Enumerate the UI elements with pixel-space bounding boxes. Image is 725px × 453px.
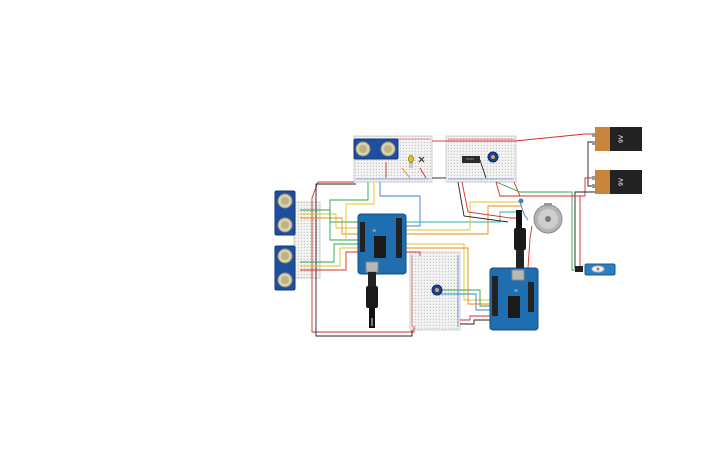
wire-battery-top-red <box>446 133 595 142</box>
svg-text:∞: ∞ <box>514 288 518 294</box>
wire-top-orange-internal <box>401 167 411 179</box>
ultrasonic-sensor-left-2[interactable] <box>274 245 296 291</box>
battery-bottom[interactable]: 9V <box>592 170 642 194</box>
wire-sensor-yellow-2 <box>300 247 358 267</box>
wire-top-sensor-green <box>329 182 369 241</box>
potentiometer-top[interactable] <box>487 151 499 163</box>
dc-motor[interactable] <box>533 203 563 234</box>
breadboard-bottom[interactable] <box>409 251 461 331</box>
wire-top-black-internal <box>479 159 487 179</box>
wire-run-green <box>495 181 580 271</box>
wire-sensor-red-2 <box>300 251 358 271</box>
led-yellow[interactable] <box>408 155 414 169</box>
wire-battery-bottom-black <box>574 191 595 269</box>
usb-plug-left[interactable] <box>366 272 378 328</box>
ic-chip[interactable] <box>462 156 480 163</box>
arduino-board-left[interactable]: ∞ <box>357 213 407 275</box>
wire-motor-blue <box>519 201 529 221</box>
wire-b-blue <box>438 293 492 311</box>
wire-b-black <box>460 319 492 325</box>
wire-top-red-internal-2 <box>419 167 427 179</box>
usb-plug-right[interactable] <box>514 198 526 269</box>
wire-battery-bottom-red <box>513 177 595 197</box>
breadboard-top-right[interactable] <box>445 135 517 183</box>
battery-top-label: 9V <box>618 134 625 143</box>
wire-top-sensor-yellow <box>345 182 375 238</box>
wire-b-green <box>438 289 492 307</box>
ultrasonic-sensor-top[interactable] <box>353 138 399 160</box>
wire-a1-red <box>404 251 421 256</box>
wire-sensor-green-2 <box>300 243 358 263</box>
pushbutton-cross[interactable] <box>418 156 425 163</box>
ultrasonic-sensor-left-1[interactable] <box>274 190 296 236</box>
servo-motor[interactable] <box>575 263 616 276</box>
wire-top-sensor-blue <box>379 182 421 227</box>
wire-a1-yellow <box>406 243 492 301</box>
battery-bottom-label: 9V <box>618 177 625 186</box>
potentiometer-bottom[interactable] <box>431 284 443 296</box>
wire-run-black <box>457 181 509 223</box>
wire-sensor-orange-1 <box>300 217 358 235</box>
wire-run-red <box>461 181 522 219</box>
wire-loop-black <box>315 183 413 337</box>
wire-servo-red <box>495 181 581 268</box>
wire-run-orange <box>406 205 522 235</box>
wire-battery-top-black <box>587 141 595 187</box>
wire-loop-red <box>311 181 415 333</box>
svg-text:∞: ∞ <box>372 228 376 234</box>
wire-run-yellow <box>406 201 520 231</box>
battery-top[interactable]: 9V <box>592 127 642 151</box>
wire-b-red <box>460 315 492 321</box>
arduino-board-right[interactable]: ∞ <box>489 267 539 331</box>
wire-sensor-yellow-1 <box>300 213 358 229</box>
wire-a2-red <box>527 225 533 269</box>
